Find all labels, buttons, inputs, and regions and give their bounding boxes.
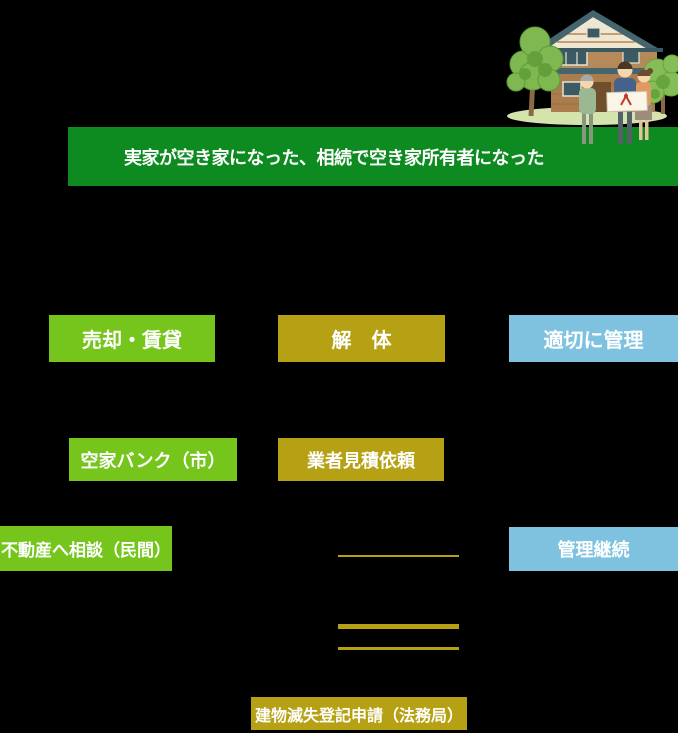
box-management-continue-label: 管理継続: [557, 540, 630, 560]
document-icon: [606, 90, 648, 113]
box-demolish-label: 解 体: [331, 330, 392, 352]
divider-line-1: [338, 555, 459, 557]
box-realtor-consult: 不動産へ相談（民間）: [0, 526, 172, 571]
box-realtor-consult-label: 不動産へ相談（民間）: [1, 541, 171, 560]
headline-banner: 実家が空き家になった、相続で空き家所有者になった: [68, 127, 678, 186]
tree-right-icon: [641, 54, 678, 114]
box-proper-management: 適切に管理: [509, 315, 678, 362]
box-management-continue: 管理継続: [509, 527, 678, 571]
box-akiya-bank: 空家バンク（市）: [69, 438, 237, 481]
box-demolish: 解 体: [278, 315, 445, 362]
box-contractor-estimate-label: 業者見積依頼: [307, 450, 415, 471]
box-demolition-registration-label: 建物滅失登記申請（法務局）: [254, 707, 463, 725]
box-sell-rent: 売却・賃貸: [49, 315, 215, 362]
box-demolition-registration: 建物滅失登記申請（法務局）: [251, 697, 467, 730]
box-contractor-estimate: 業者見積依頼: [278, 438, 444, 481]
box-proper-management-label: 適切に管理: [543, 330, 644, 352]
house-family-illustration: [506, 10, 678, 144]
headline-text: 実家が空き家になった、相続で空き家所有者になった: [124, 147, 545, 168]
people-icon: [579, 61, 653, 144]
box-akiya-bank-label: 空家バンク（市）: [80, 450, 226, 471]
elderly-person-icon: [579, 74, 596, 144]
divider-line-3: [338, 647, 459, 650]
box-sell-rent-label: 売却・賃貸: [82, 330, 182, 352]
divider-line-2: [338, 624, 459, 629]
tree-left-icon: [506, 26, 564, 117]
